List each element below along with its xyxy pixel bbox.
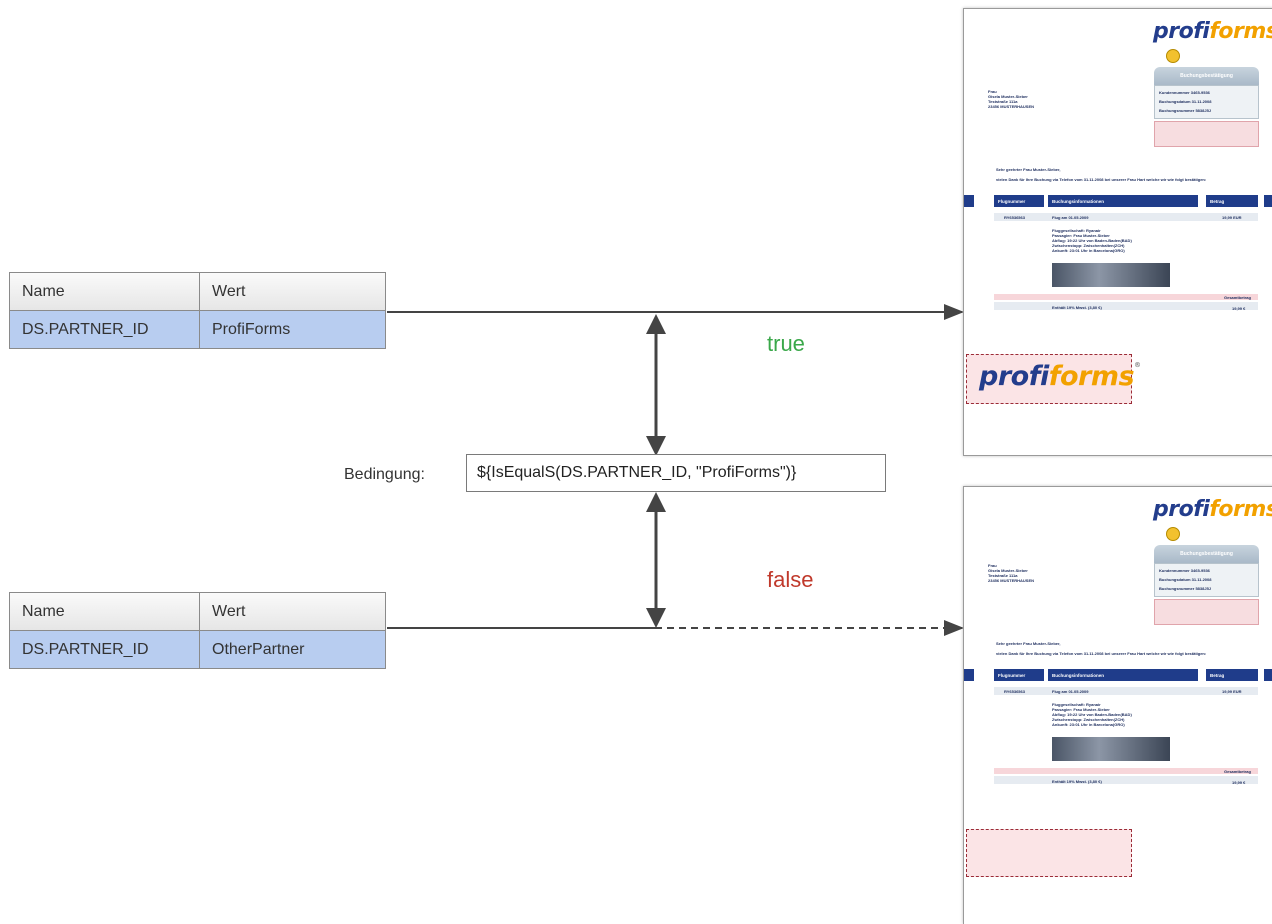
brand-logo: profiforms®	[1153, 19, 1272, 44]
upper-double-arrow	[646, 314, 666, 456]
brand-logo-large: profiforms®	[979, 361, 1141, 392]
column-header-name: Name	[10, 593, 200, 630]
smiley-icon	[1166, 527, 1180, 541]
logo-placeholder-empty	[966, 829, 1132, 877]
false-branch-label: false	[767, 567, 814, 592]
condition-label: Bedingung:	[344, 466, 425, 483]
smiley-icon	[1166, 49, 1180, 63]
highlight-box	[1154, 121, 1259, 147]
cell-name: DS.PARTNER_ID	[10, 631, 200, 668]
table-partner-other: Name Wert DS.PARTNER_ID OtherPartner	[9, 592, 386, 669]
booking-tab: Buchungsbestätigung	[1154, 545, 1259, 563]
cell-name: DS.PARTNER_ID	[10, 311, 200, 348]
column-header-name: Name	[10, 273, 200, 310]
document-preview-without-logo: profiforms® Buchungsbestätigung Kundennu…	[963, 486, 1272, 924]
table-header-row: Name Wert	[10, 593, 385, 631]
cell-value: OtherPartner	[212, 640, 305, 658]
booking-info-box: Kundennummer 3465-9536 Buchungsdatum 31.…	[1154, 563, 1259, 597]
document-preview-with-logo: profiforms® Buchungsbestätigung Kundennu…	[963, 8, 1272, 456]
column-header-value: Wert	[212, 602, 246, 620]
table-header-row: Name Wert	[10, 273, 385, 311]
cell-value: ProfiForms	[212, 320, 291, 338]
condition-expression-field[interactable]: ${IsEqualS(DS.PARTNER_ID, "ProfiForms")}	[466, 454, 886, 492]
flight-image	[1052, 263, 1170, 287]
logo-placeholder-filled: profiforms®	[966, 354, 1141, 404]
lower-double-arrow	[646, 492, 666, 628]
flight-image	[1052, 737, 1170, 761]
highlight-box	[1154, 599, 1259, 625]
table-row: DS.PARTNER_ID ProfiForms	[10, 311, 385, 348]
booking-info-box: Kundennummer 3465-9536 Buchungsdatum 31.…	[1154, 85, 1259, 119]
table-row: DS.PARTNER_ID OtherPartner	[10, 631, 385, 668]
table-partner-profiforms: Name Wert DS.PARTNER_ID ProfiForms	[9, 272, 386, 349]
brand-logo: profiforms®	[1153, 497, 1272, 522]
true-branch-label: true	[767, 331, 805, 356]
column-header-value: Wert	[212, 282, 246, 300]
booking-tab: Buchungsbestätigung	[1154, 67, 1259, 85]
